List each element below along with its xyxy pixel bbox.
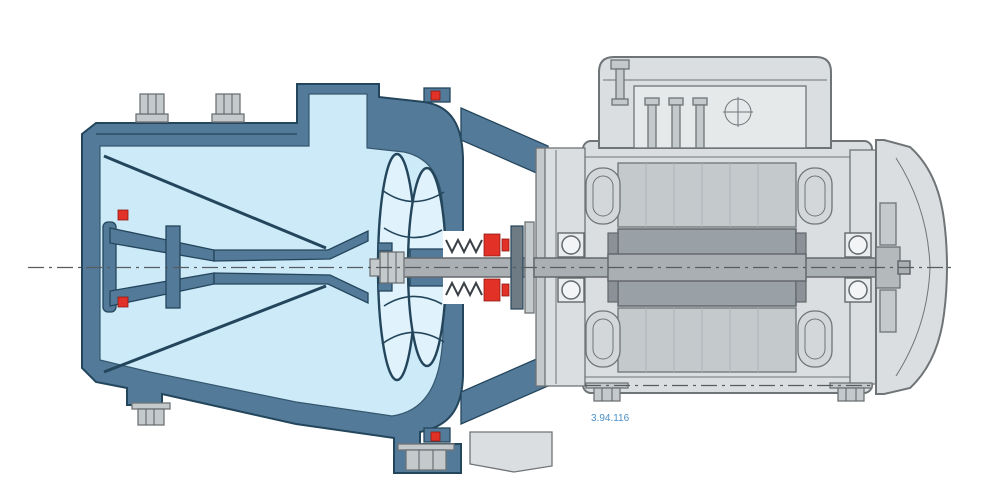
stator-core <box>617 162 797 373</box>
terminal-stud-1 <box>647 104 657 149</box>
bracket-arm-bottom <box>460 353 549 425</box>
terminal-box-bolt <box>615 68 625 100</box>
ejector-venturi <box>102 221 369 313</box>
flow-guide-cone <box>103 154 327 374</box>
drive-bearing-ball-top <box>561 235 581 255</box>
terminal-box <box>598 56 832 149</box>
stator-top <box>617 162 797 228</box>
drive-bearing-ball-bottom <box>561 280 581 300</box>
drain-plug <box>405 449 447 471</box>
o-ring-left-top <box>117 209 129 221</box>
wear-ring-bottom <box>377 282 393 292</box>
foot-bolt-left <box>593 387 621 402</box>
bearings <box>557 232 872 303</box>
wear-ring-top <box>377 242 393 252</box>
seal-ring-top <box>483 233 501 257</box>
foot-bolt <box>137 408 165 426</box>
pump-fasteners <box>131 93 455 471</box>
o-ring-marks <box>117 90 441 442</box>
seal-spring-top <box>445 237 483 255</box>
o-ring-casing-bottom <box>430 431 441 442</box>
bracket-arm-top <box>460 107 549 179</box>
pump-assembly <box>81 83 553 474</box>
pump-support-foot <box>469 431 553 473</box>
o-ring-casing-top <box>430 90 441 101</box>
motor-assembly <box>533 56 949 402</box>
terminal-block <box>633 85 807 149</box>
stator-bottom <box>617 307 797 373</box>
terminal-stud-3 <box>695 104 705 149</box>
seal-ring-bottom <box>483 278 501 302</box>
venturi-tube-bottom <box>213 272 369 305</box>
flange-bolt-left <box>139 93 165 115</box>
seal-spring-bottom <box>445 280 483 298</box>
fan-blade-bottom <box>879 289 897 333</box>
venturi-tube-top <box>213 229 369 262</box>
terminal-stud-2 <box>671 104 681 149</box>
fan-bearing-ball-top <box>848 235 868 255</box>
drawing-number: 3.94.116 <box>591 413 630 424</box>
o-ring-left-bottom <box>117 296 129 308</box>
flange-bolt-right <box>215 93 241 115</box>
fan-bearing-ball-bottom <box>848 280 868 300</box>
stator-end-windings <box>585 167 833 368</box>
foot-bolt-right <box>837 387 865 402</box>
fan-blade-top <box>879 202 897 246</box>
